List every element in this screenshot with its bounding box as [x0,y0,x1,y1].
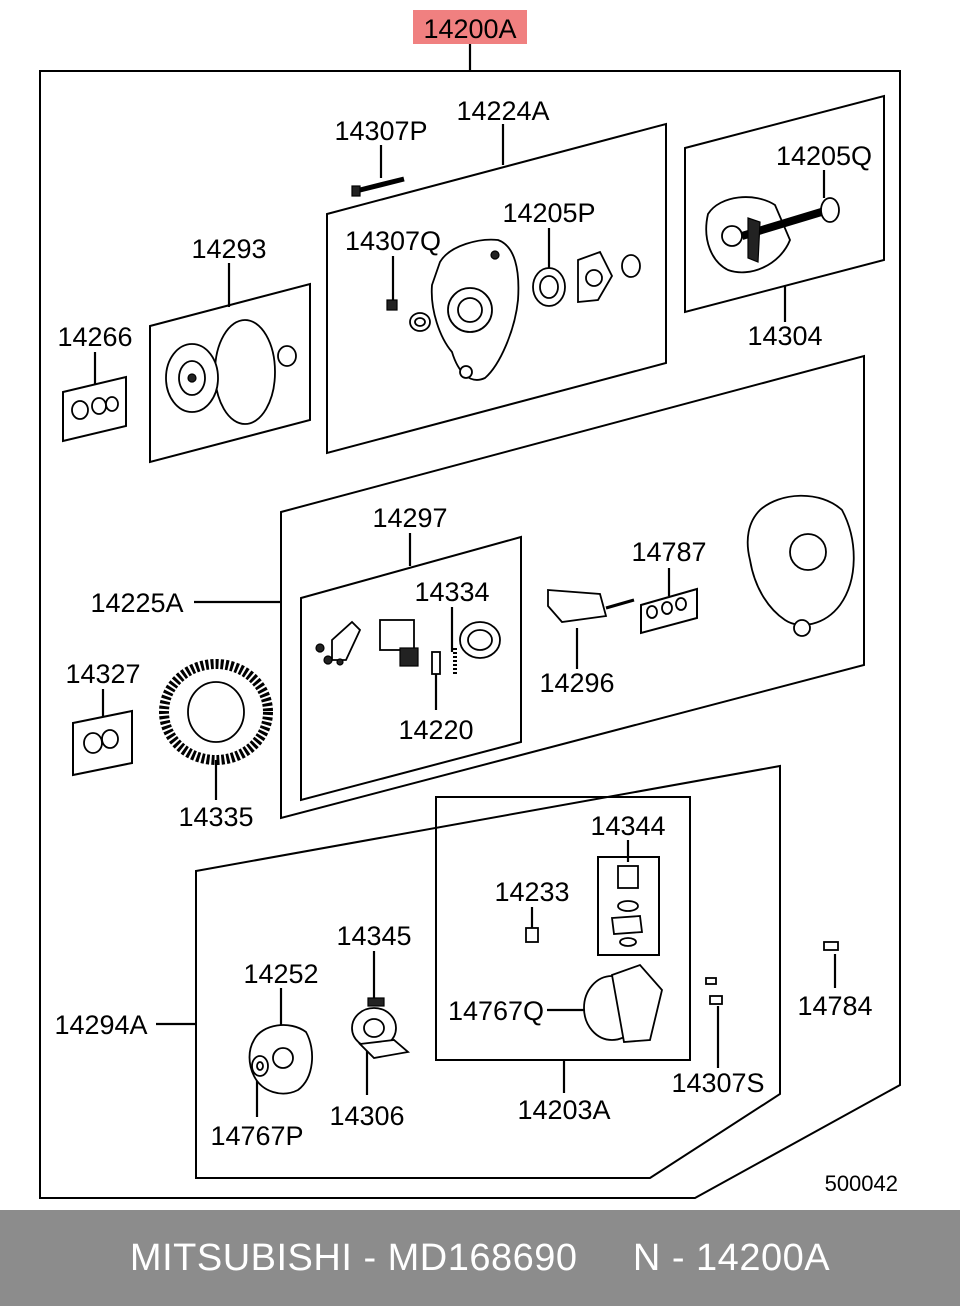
label-14252[interactable]: 14252 [243,959,318,989]
label-14205Q[interactable]: 14205Q [776,141,872,171]
group-box-14266 [62,375,127,443]
part-14252-cover [248,1024,313,1095]
label-14787[interactable]: 14787 [631,537,706,567]
part-14307Q-screw [386,299,398,311]
part-14220-brush [431,651,441,675]
label-14307Q[interactable]: 14307Q [345,226,441,256]
part-14297-regulator [315,619,419,667]
part-14767Q-oring [583,963,663,1043]
label-14296[interactable]: 14296 [539,668,614,698]
exploded-parts-diagram: 14200A [39,10,901,1199]
label-14205P[interactable]: 14205P [502,198,595,228]
assembly-label-highlight [413,10,527,44]
label-14335[interactable]: 14335 [178,802,253,832]
label-14224A[interactable]: 14224A [456,96,549,126]
part-14205Q-rotor [705,196,840,274]
label-14233[interactable]: 14233 [494,877,569,907]
part-14784-screw [823,941,839,951]
part-labels: 14307P 14224A 14205Q 14205P 14307Q 14293… [54,96,872,1151]
label-14266[interactable]: 14266 [57,322,132,352]
part-14767P-seal [251,1055,269,1077]
part-seal-ring [409,312,431,332]
group-box-14304 [684,94,885,314]
label-14220[interactable]: 14220 [398,715,473,745]
group-box-14787 [640,587,698,635]
part-14344-diaphragm [610,865,644,947]
label-14297[interactable]: 14297 [372,503,447,533]
label-14293[interactable]: 14293 [191,234,266,264]
drawing-number: 500042 [825,1171,898,1196]
part-14335-stator [159,659,273,765]
label-14203A[interactable]: 14203A [517,1095,610,1125]
label-14767Q[interactable]: 14767Q [448,996,544,1026]
part-14293-pulley-fan [165,319,297,425]
label-14345[interactable]: 14345 [336,921,411,951]
label-14294A[interactable]: 14294A [54,1010,147,1040]
label-14307S[interactable]: 14307S [671,1068,764,1098]
part-14205P-bearing [532,250,641,307]
part-front-bracket [746,494,855,637]
assembly-label[interactable]: 14200A [423,14,516,44]
label-14784[interactable]: 14784 [797,991,872,1021]
label-14767P[interactable]: 14767P [210,1121,303,1151]
group-box-14294A [195,764,781,1179]
part-14334-brush-holder [453,621,501,675]
group-box-14224A [326,122,667,455]
part-14307P-bolt [351,176,405,197]
label-14306[interactable]: 14306 [329,1101,404,1131]
footer-part-info: MITSUBISHI - MD168690 N - 14200A [129,1236,831,1279]
part-14327-washers [83,729,119,754]
part-14307S-screws [705,977,723,1005]
label-14327[interactable]: 14327 [65,659,140,689]
group-box-14225A [280,354,865,820]
group-box-14293 [149,282,311,464]
part-14787-washers [646,597,687,619]
part-14224A-rear-bracket [430,238,520,381]
leader-lines [93,124,837,1117]
part-14233-plug [525,927,539,943]
label-14334[interactable]: 14334 [414,577,489,607]
part-14266-washers [71,396,119,420]
part-14345-clip [367,997,385,1007]
outer-frame [39,70,901,1199]
label-14304[interactable]: 14304 [747,321,822,351]
group-box-14297 [300,535,522,802]
label-14225A[interactable]: 14225A [90,588,183,618]
group-box-14327 [72,709,133,777]
footer-bar: MITSUBISHI - MD168690 N - 14200A [0,1210,960,1306]
part-14306-vacuum-pump-body [351,1007,411,1059]
label-14307P[interactable]: 14307P [334,116,427,146]
part-14296-rectifier [547,589,635,623]
label-14344[interactable]: 14344 [590,811,665,841]
